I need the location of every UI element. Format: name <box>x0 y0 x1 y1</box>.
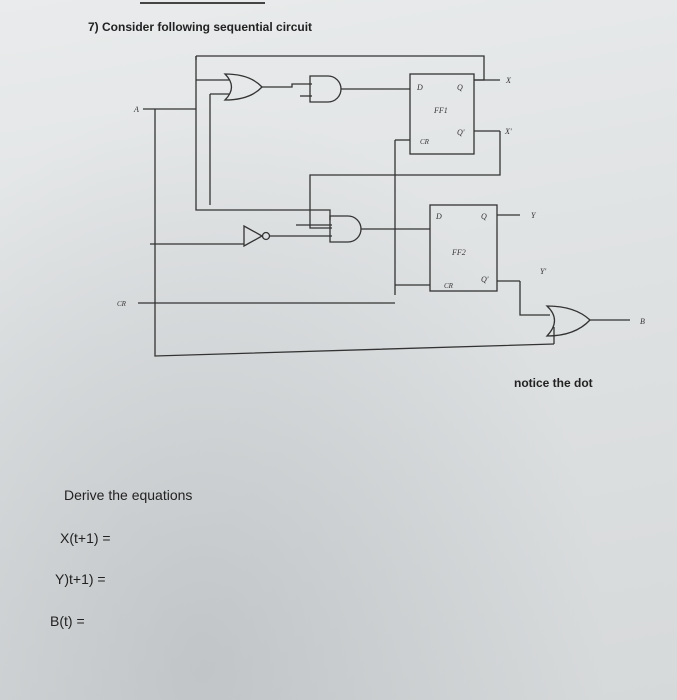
equation-y: Y)t+1) = <box>55 571 106 587</box>
and-gate-4 <box>329 215 362 243</box>
output-x-label: X <box>505 76 512 85</box>
ff1-name-label: FF1 <box>433 106 448 115</box>
ff1-box <box>409 73 475 155</box>
input-a-label: A <box>133 105 139 114</box>
output-ybar-label: Y' <box>540 267 546 276</box>
ff2-q-label: Q <box>481 212 487 221</box>
equation-x: X(t+1) = <box>60 530 111 546</box>
and-gate-2 <box>309 75 342 103</box>
wire-bottom-feedback <box>154 109 555 357</box>
input-clk-label: CR <box>117 300 127 308</box>
ff2-name-label: FF2 <box>451 248 466 257</box>
ff2-qbar-label: Q' <box>481 275 489 284</box>
ff1-clk-label: CR <box>420 138 430 146</box>
ff1-qbar-label: Q' <box>457 128 465 137</box>
output-y-label: Y <box>531 211 537 220</box>
derive-heading: Derive the equations <box>64 487 193 503</box>
or-gate-5 <box>545 305 591 337</box>
notice-dot-note: notice the dot <box>514 376 593 390</box>
not-gate-bubble <box>261 231 271 241</box>
ff2-box <box>429 204 498 292</box>
question-title: 7) Consider following sequential circuit <box>88 20 313 34</box>
ff1-q-label: Q <box>457 83 463 92</box>
top-rule <box>140 2 265 4</box>
output-xbar-label: X' <box>504 127 512 136</box>
wire-ff1-q-loop <box>196 55 485 81</box>
ff2-clk-label: CR <box>444 282 454 290</box>
equation-b: B(t) = <box>50 613 85 629</box>
wire-or1-out <box>262 83 312 88</box>
ff2-d-label: D <box>435 212 442 221</box>
not-gate <box>243 224 264 248</box>
output-b-label: B <box>640 317 645 326</box>
ff1-d-label: D <box>416 83 423 92</box>
or-gate-1 <box>223 73 263 101</box>
